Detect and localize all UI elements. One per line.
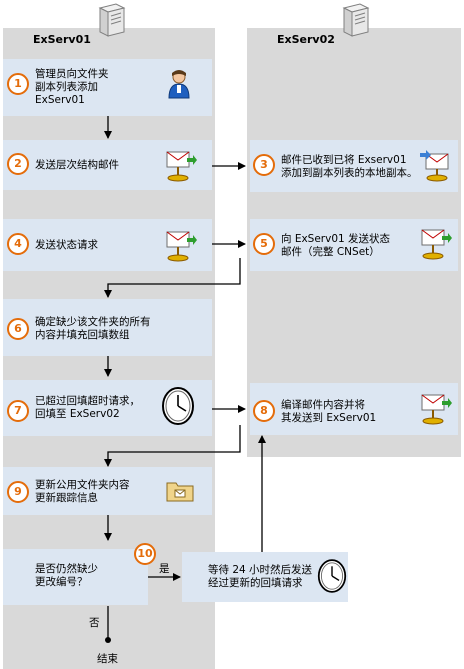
step-1-number: 1 [7, 73, 29, 95]
mail-send-icon [166, 151, 197, 182]
step-5-text: 向 ExServ01 发送状态邮件（完整 CNSet） [281, 233, 391, 258]
yes-label: 是 [159, 563, 170, 575]
step-10-text: 等待 24 小时然后发送经过更新的回填请求 [208, 564, 313, 589]
mail-receive-icon [420, 150, 449, 182]
lane-title-exserv01: ExServ01 [33, 33, 91, 46]
clock-icon [162, 387, 194, 425]
mail-send-icon [421, 394, 452, 425]
step-3-number: 3 [253, 154, 275, 176]
mail-send-icon [421, 229, 452, 260]
clock-icon [317, 559, 347, 593]
step-9-text: 更新公用文件夹内容更新跟踪信息 [35, 479, 130, 504]
step-10-number: 10 [134, 543, 156, 565]
lane-title-exserv02: ExServ02 [277, 33, 335, 46]
step-8-text: 编译邮件内容并将其发送到 ExServ01 [281, 399, 377, 424]
step-6-number: 6 [7, 318, 29, 340]
step-6-box [3, 299, 212, 356]
public-folder-icon [166, 482, 194, 502]
step-8-number: 8 [253, 400, 275, 422]
step-9-number: 9 [7, 481, 29, 503]
mail-send-icon [166, 231, 197, 262]
step-4-text: 发送状态请求 [35, 239, 98, 251]
server-icon [342, 3, 370, 37]
end-label: 结束 [97, 653, 118, 665]
step-2-number: 2 [7, 153, 29, 175]
admin-user-icon [168, 70, 190, 99]
step-3-box [250, 140, 458, 192]
step-7-number: 7 [7, 400, 29, 422]
step-7-text: 已超过回填超时请求，回填至 ExServ02 [35, 395, 140, 420]
step-5-number: 5 [253, 233, 275, 255]
decision-box [3, 549, 148, 605]
no-label: 否 [89, 617, 100, 629]
server-icon [98, 3, 126, 37]
step-4-number: 4 [7, 233, 29, 255]
decision-text: 是否仍然缺少更改编号？ [35, 563, 98, 588]
end-terminal [105, 637, 111, 643]
step-6-text: 确定缺少该文件夹的所有内容并填充回填数组 [35, 316, 151, 341]
step-2-text: 发送层次结构邮件 [35, 159, 119, 171]
